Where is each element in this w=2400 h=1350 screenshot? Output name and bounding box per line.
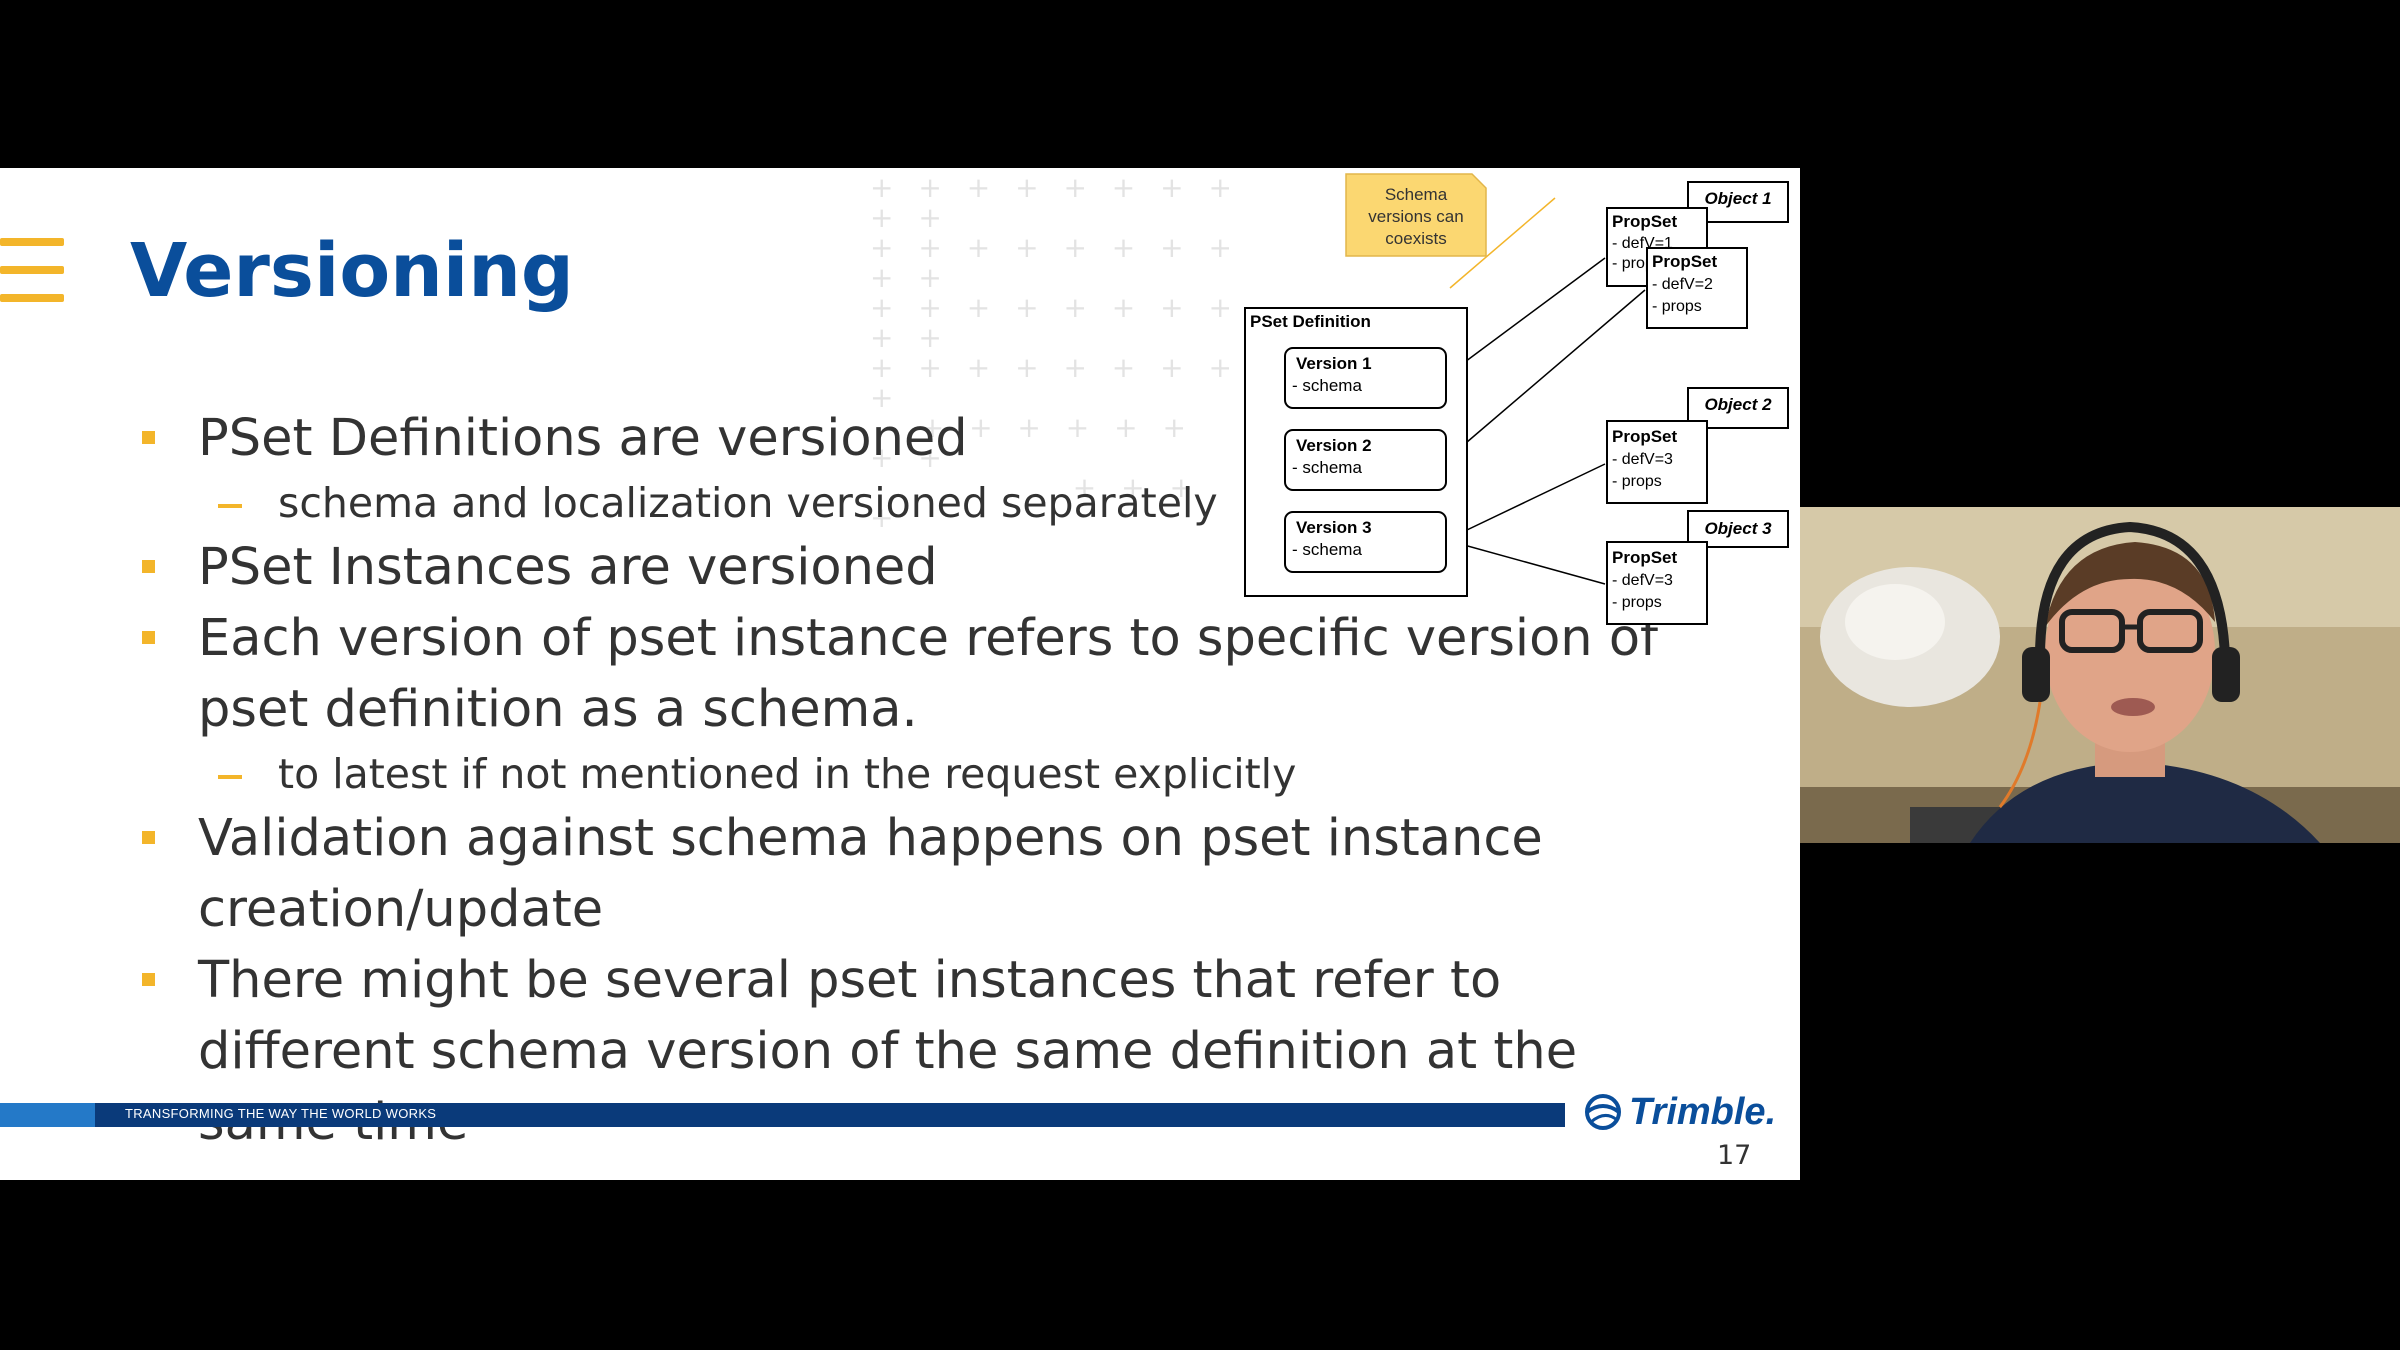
hamburger-icon [0, 238, 64, 306]
propset-line: - props [1612, 473, 1662, 490]
connector-line [1445, 257, 1606, 377]
presentation-slide: Versioning + + + + + + + + + ++ + + + + … [0, 168, 1800, 1180]
versioning-diagram: Schema versions can coexists PSet Defini… [1244, 173, 1789, 625]
object-label: Object 3 [1704, 519, 1772, 538]
connector-line [1445, 539, 1606, 585]
bullet-item: Validation against schema happens on pse… [140, 803, 1700, 945]
version-title: Version 1 [1296, 354, 1372, 373]
version-title: Version 2 [1296, 436, 1372, 455]
presenter-webcam [1800, 507, 2400, 843]
bullet-item: PSet Definitions are versioned [140, 403, 1700, 474]
version-box-3 [1284, 511, 1447, 573]
propset-title: PropSet [1612, 212, 1678, 231]
sub-bullet-item: to latest if not mentioned in the reques… [140, 745, 1700, 803]
version-line: - schema [1292, 376, 1362, 395]
sub-bullet-item: schema and localization versioned separa… [140, 474, 1700, 532]
version-line: - schema [1292, 458, 1362, 477]
page-number: 17 [1717, 1140, 1752, 1171]
object-label: Object 1 [1704, 189, 1771, 208]
trimble-globe-icon [1585, 1094, 1621, 1130]
version-box-2 [1284, 429, 1447, 491]
propset-line: - defV=2 [1652, 276, 1713, 293]
presenter-video-icon [1800, 507, 2400, 843]
bullet-list: PSet Definitions are versioned schema an… [140, 403, 1700, 1158]
decorative-plus-pattern: + + + + + + + + + ++ + + + + + + + + ++ … [870, 171, 1240, 534]
bullet-item: Each version of pset instance refers to … [140, 603, 1700, 745]
propset-box-3 [1606, 420, 1708, 504]
logo-text: Trimble. [1629, 1090, 1777, 1133]
propset-line: - props [1652, 298, 1702, 315]
trimble-logo: Trimble. [1583, 1088, 1776, 1136]
propset-title: PropSet [1612, 548, 1678, 567]
propset-line: - defV=3 [1612, 451, 1673, 468]
propset-title: PropSet [1652, 252, 1718, 271]
propset-line: - defV=3 [1612, 572, 1673, 589]
connector-line [1445, 463, 1606, 541]
propset-box-4 [1606, 541, 1708, 625]
footer-tagline: TRANSFORMING THE WAY THE WORLD WORKS [125, 1106, 437, 1121]
note-text: Schema [1385, 185, 1448, 204]
note-text: coexists [1385, 229, 1446, 248]
object-label: Object 2 [1704, 395, 1772, 414]
connector-line [1449, 197, 1556, 289]
propset-box-2 [1646, 247, 1748, 329]
note-text: versions can [1368, 207, 1463, 226]
version-title: Version 3 [1296, 518, 1372, 537]
note-shape [1345, 173, 1487, 257]
footer-bar [0, 1103, 1565, 1127]
version-box-1 [1284, 347, 1447, 409]
slide-title: Versioning [130, 228, 574, 314]
propset-line: - props [1612, 594, 1662, 611]
connector-line [1445, 289, 1646, 461]
bullet-item: There might be several pset instances th… [140, 945, 1700, 1158]
version-line: - schema [1292, 540, 1362, 559]
bullet-item: PSet Instances are versioned [140, 532, 1700, 603]
propset-title: PropSet [1612, 427, 1678, 446]
footer-accent [0, 1103, 95, 1127]
pset-definition-title: PSet Definition [1250, 312, 1371, 331]
